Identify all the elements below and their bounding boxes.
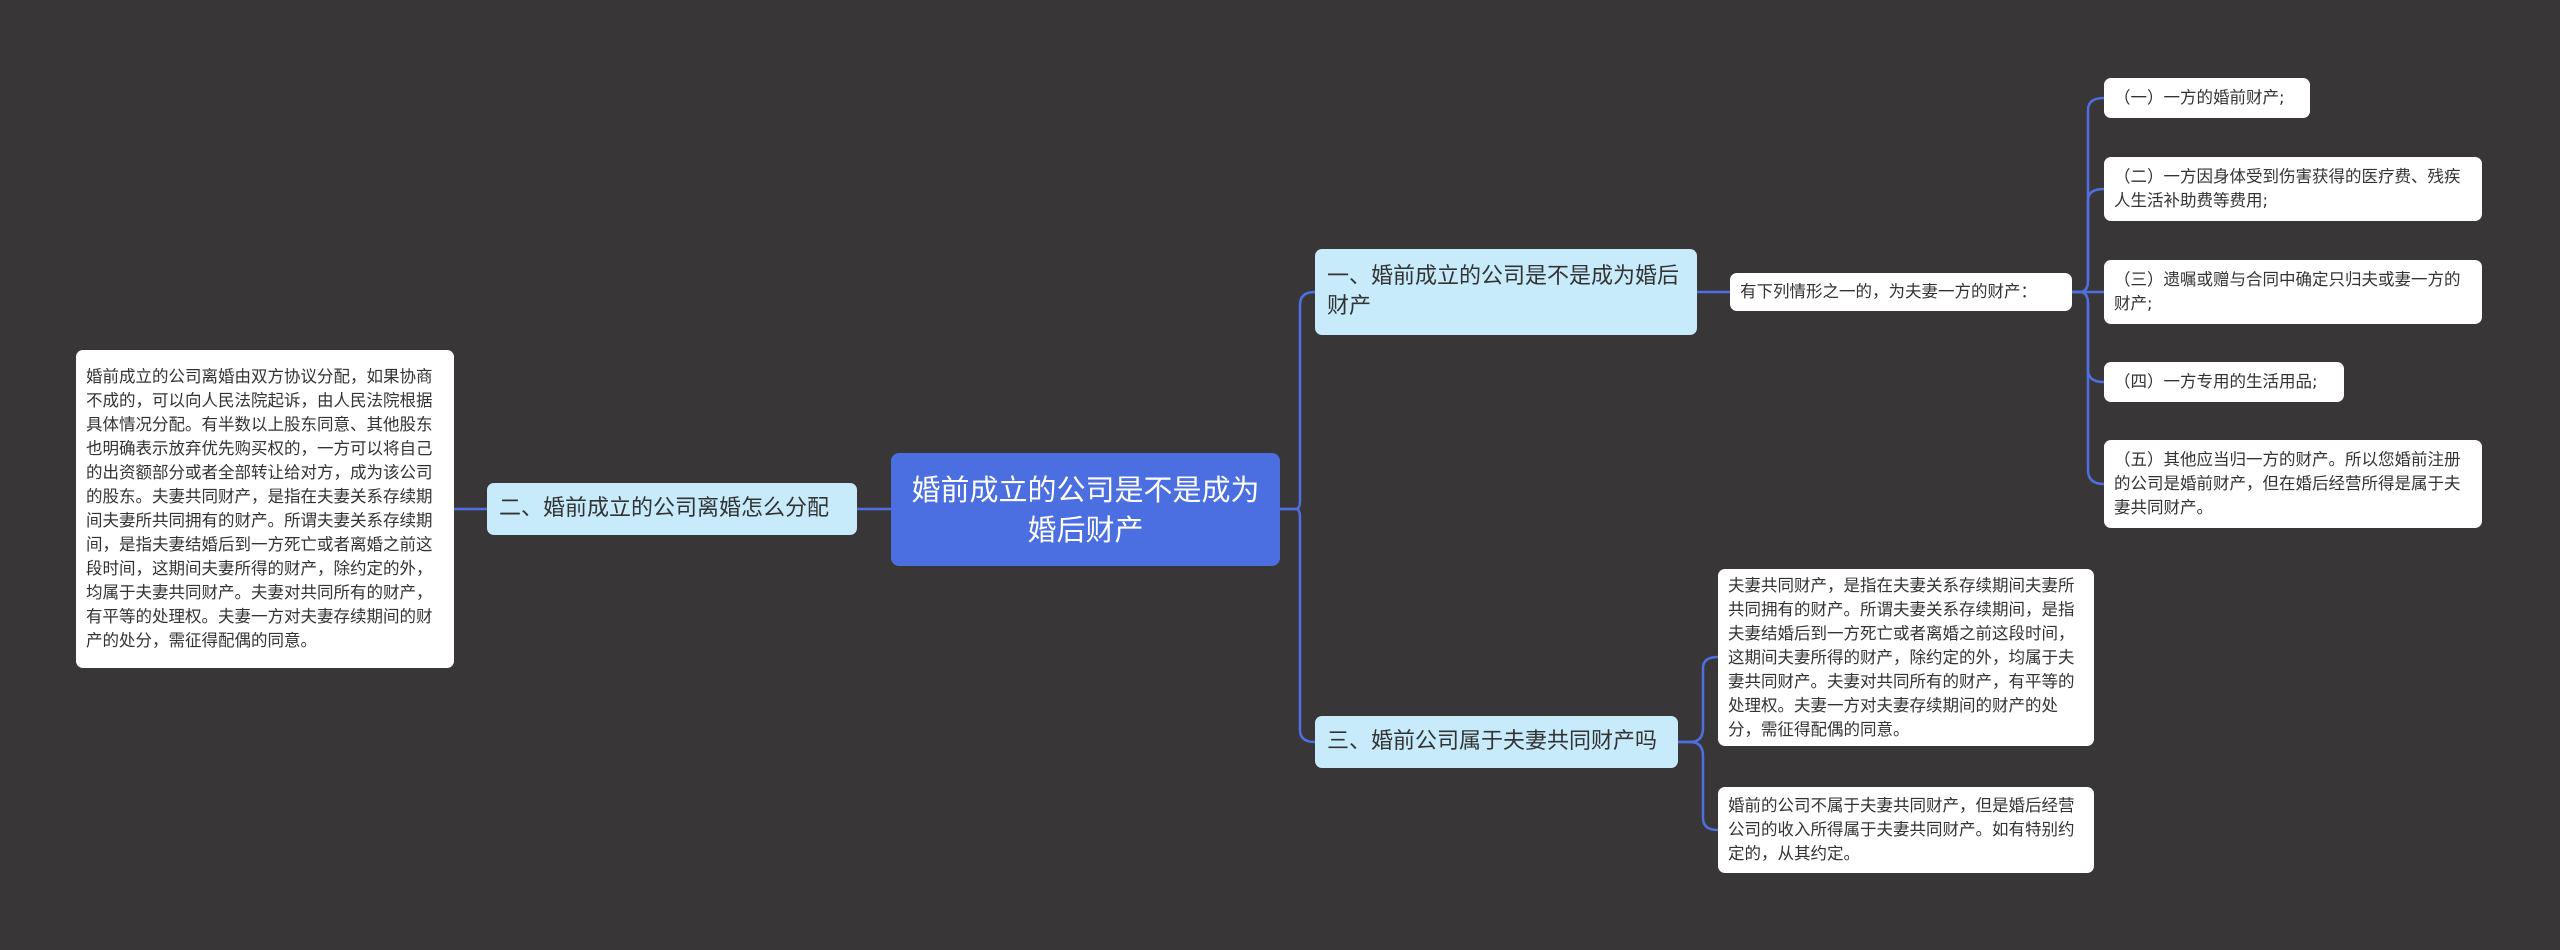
list-item-text-2: （二）一方因身体受到伤害获得的医疗费、残疾人生活补助费等费用; [2114, 167, 2461, 210]
branch-node-3[interactable]: 三、婚前公司属于夫妻共同财产吗 [1315, 716, 1678, 768]
connector-root-branch1 [1280, 290, 1316, 511]
branch-node-1[interactable]: 一、婚前成立的公司是不是成为婚后财产 [1315, 249, 1697, 335]
branch3-item-text-1: 夫妻共同财产，是指在夫妻关系存续期间夫妻所共同拥有的财产。所谓夫妻关系存续期间，… [1728, 575, 2075, 739]
list-item-text-5: （五）其他应当归一方的财产。所以您婚前注册的公司是婚前财产，但在婚后经营所得是属… [2114, 450, 2461, 517]
connector-root-branch3 [1280, 507, 1316, 744]
list-item-3[interactable]: （三）遗嘱或赠与合同中确定只归夫或妻一方的财产; [2104, 260, 2482, 324]
branch-label-2: 二、婚前成立的公司离婚怎么分配 [499, 496, 830, 521]
sub-label-1: 有下列情形之一的，为夫妻一方的财产： [1740, 282, 2037, 301]
connector-sub-item5 [2072, 290, 2105, 486]
sub-node-1[interactable]: 有下列情形之一的，为夫妻一方的财产： [1730, 273, 2072, 311]
list-item-4[interactable]: （四）一方专用的生活用品; [2104, 362, 2344, 402]
list-item-1[interactable]: （一）一方的婚前财产; [2104, 78, 2310, 118]
root-node[interactable]: 婚前成立的公司是不是成为婚后财产 [891, 453, 1280, 566]
branch3-item-2[interactable]: 婚前的公司不属于夫妻共同财产，但是婚后经营公司的收入所得属于夫妻共同财产。如有特… [1718, 787, 2094, 873]
branch-label-1: 一、婚前成立的公司是不是成为婚后财产 [1327, 264, 1680, 319]
connector-branch3-item2 [1678, 740, 1719, 832]
branch-label-3: 三、婚前公司属于夫妻共同财产吗 [1327, 729, 1658, 754]
connector-sub-item2 [2072, 187, 2105, 294]
branch3-item-1[interactable]: 夫妻共同财产，是指在夫妻关系存续期间夫妻所共同拥有的财产。所谓夫妻关系存续期间，… [1718, 569, 2094, 746]
list-item-text-1: （一）一方的婚前财产; [2114, 88, 2285, 107]
left-text-content: 婚前成立的公司离婚由双方协议分配，如果协商不成的，可以向人民法院起诉，由人民法院… [86, 367, 433, 650]
list-item-text-3: （三）遗嘱或赠与合同中确定只归夫或妻一方的财产; [2114, 270, 2461, 313]
list-item-text-4: （四）一方专用的生活用品; [2114, 372, 2318, 391]
list-item-2[interactable]: （二）一方因身体受到伤害获得的医疗费、残疾人生活补助费等费用; [2104, 157, 2482, 221]
left-text-block[interactable]: 婚前成立的公司离婚由双方协议分配，如果协商不成的，可以向人民法院起诉，由人民法院… [76, 350, 454, 668]
branch3-item-text-2: 婚前的公司不属于夫妻共同财产，但是婚后经营公司的收入所得属于夫妻共同财产。如有特… [1728, 796, 2075, 863]
branch-node-2[interactable]: 二、婚前成立的公司离婚怎么分配 [487, 483, 857, 535]
root-label: 婚前成立的公司是不是成为婚后财产 [911, 472, 1260, 547]
list-item-5[interactable]: （五）其他应当归一方的财产。所以您婚前注册的公司是婚前财产，但在婚后经营所得是属… [2104, 440, 2482, 528]
connector-branch3-item1 [1678, 655, 1719, 744]
